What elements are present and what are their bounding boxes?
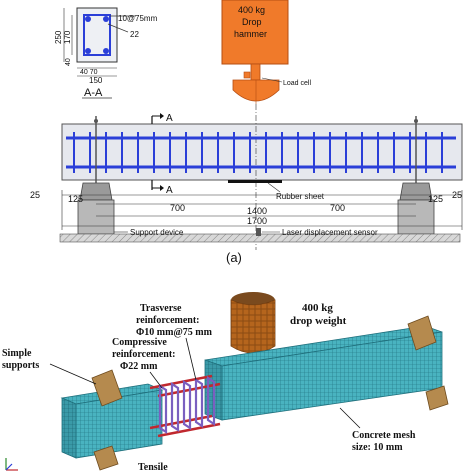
dim-width-parts: 40 70 — [80, 69, 98, 76]
load-cell-leader — [261, 77, 283, 83]
supports-label-2: supports — [2, 360, 39, 371]
dim-span: 1400 — [247, 206, 267, 216]
section-title: A-A — [84, 87, 103, 99]
compressive-label-1: Compressive — [112, 337, 167, 348]
section-bar — [103, 48, 109, 54]
drop-weight-label-1: 400 kg — [302, 302, 333, 314]
cross-section: 10@75mm 22 250 170 40 40 70 150 A-A — [54, 7, 158, 99]
dim-total: 1700 — [247, 216, 267, 226]
axis-triad — [5, 458, 18, 471]
section-bar — [85, 48, 91, 54]
support-right — [407, 315, 437, 351]
caption-a: (a) — [226, 250, 242, 265]
dim-width-total: 150 — [89, 76, 103, 85]
dim-half-left: 700 — [170, 203, 185, 213]
transverse-label-1: Trasverse — [140, 303, 182, 314]
drop-hammer: 400 kg Drop hammer Load cell — [221, 0, 311, 104]
drop-weight-label-2: drop weight — [290, 315, 347, 327]
section-bar — [85, 16, 91, 22]
hammer-label-1: 400 kg — [238, 5, 265, 15]
mesh-label-2: size: 10 mm — [352, 442, 403, 453]
rubber-sheet — [228, 180, 282, 183]
section-mark-bottom: A — [166, 185, 173, 196]
dim-overhang-left: 25 — [30, 190, 40, 200]
compressive-label-2: reinforcement: — [112, 349, 176, 360]
hammer-label-3: hammer — [234, 29, 267, 39]
support-left-top — [79, 182, 113, 201]
dim-half-right: 700 — [330, 203, 345, 213]
transverse-label-3: Φ10 mm@75 mm — [136, 327, 213, 338]
fe-model: 400 kg drop weight — [2, 292, 449, 473]
mesh-label-1: Concrete mesh — [352, 430, 416, 441]
bar-leader — [107, 23, 129, 33]
support-left-block — [77, 199, 115, 235]
dim-support-right: 125 — [428, 194, 443, 204]
section-stirrup — [83, 14, 111, 56]
support-right-block — [397, 199, 435, 235]
support-device-label: Support device — [130, 228, 184, 237]
section-bar — [103, 16, 109, 22]
laser-sensor — [256, 228, 261, 236]
hammer-rod — [250, 63, 261, 81]
rubber-sheet-label: Rubber sheet — [276, 192, 325, 201]
dim-overhang-right: 25 — [452, 190, 462, 200]
transverse-label-2: reinforcement: — [136, 315, 200, 326]
dim-height-bottom: 40 — [65, 58, 72, 66]
compressive-label-3: Φ22 mm — [120, 361, 158, 372]
section-mark-top: A — [166, 113, 173, 124]
dim-support-left: 125 — [68, 194, 83, 204]
tensile-label: Tensile — [138, 462, 168, 473]
laser-sensor-label: Laser displacement sensor — [282, 228, 378, 237]
dim-height-total: 250 — [54, 30, 63, 44]
supports-label-1: Simple — [2, 348, 32, 359]
beam-body — [61, 123, 463, 181]
bar-label: 22 — [130, 30, 139, 39]
stirrup-label: 10@75mm — [118, 14, 158, 23]
stirrups — [73, 132, 443, 173]
dim-height-inner: 170 — [63, 30, 72, 44]
load-cell-label: Load cell — [283, 80, 311, 87]
hammer-label-2: Drop — [242, 17, 262, 27]
support-left — [91, 369, 123, 407]
rebar-cage — [149, 374, 221, 438]
beam-elevation: A A Rubber sheet 25 125 700 700 125 25 1… — [30, 104, 463, 250]
